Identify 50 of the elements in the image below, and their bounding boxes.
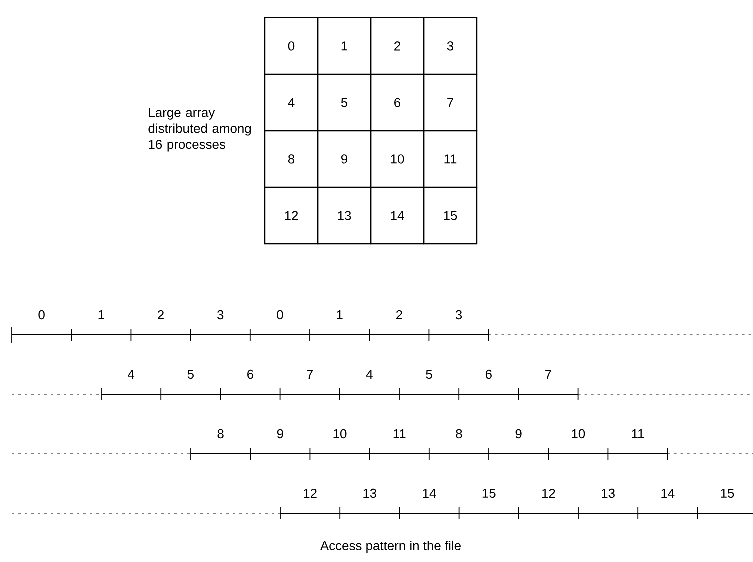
segment-label: 9: [516, 429, 522, 439]
segment-label: 3: [218, 310, 224, 320]
segment-label: 10: [572, 429, 586, 439]
segment-label: 4: [128, 370, 135, 379]
caption: Access pattern in the file: [320, 540, 461, 554]
segment-label: 8: [218, 429, 224, 439]
segment-label: 5: [188, 370, 194, 379]
grid-cell: 15: [423, 186, 478, 245]
segment-label: 13: [602, 488, 615, 498]
grid-cell: 10: [370, 130, 425, 188]
segment-label: 6: [248, 370, 254, 380]
segment-label: 15: [721, 488, 734, 498]
grid-cell: 4: [264, 74, 319, 132]
segment-label: 9: [277, 429, 284, 439]
segment-label: 15: [482, 488, 496, 498]
grid-cell: 13: [317, 186, 372, 245]
segment-label: 0: [38, 310, 45, 320]
segment-label: 1: [98, 310, 104, 320]
grid-cell: 6: [370, 74, 425, 132]
grid-cell: 12: [264, 186, 319, 245]
grid-cell: 1: [317, 17, 372, 76]
segment-label: 14: [662, 489, 675, 498]
grid-cell: 9: [317, 130, 372, 188]
segment-label: 12: [304, 488, 317, 498]
segment-label: 8: [456, 429, 462, 439]
grid-cell: 3: [423, 17, 478, 76]
segment-label: 11: [632, 430, 644, 438]
segment-label: 3: [456, 310, 462, 320]
segment-label: 13: [364, 488, 377, 498]
segment-label: 1: [337, 310, 343, 320]
segment-label: 2: [396, 310, 402, 320]
segment-label: 11: [394, 430, 406, 438]
grid-cell: 14: [370, 186, 425, 245]
description-text: Large array distributed among 16 processes: [148, 108, 252, 152]
grid-cell: 0: [264, 17, 319, 76]
segment-label: 10: [334, 429, 347, 439]
grid-cell: 8: [264, 130, 319, 188]
segment-label: 4: [366, 370, 373, 379]
segment-label: 7: [307, 370, 314, 379]
grid-cell: 11: [423, 130, 478, 188]
segment-label: 5: [426, 370, 432, 379]
grid-cell: 5: [317, 74, 372, 132]
segment-label: 2: [158, 310, 164, 320]
segment-label: 12: [542, 488, 556, 498]
segment-label: 6: [486, 370, 492, 380]
grid-cell: 2: [370, 17, 425, 76]
segment-label: 0: [277, 310, 284, 320]
segment-label: 14: [423, 489, 436, 498]
grid-cell: 7: [423, 74, 478, 132]
segment-label: 7: [546, 370, 552, 379]
